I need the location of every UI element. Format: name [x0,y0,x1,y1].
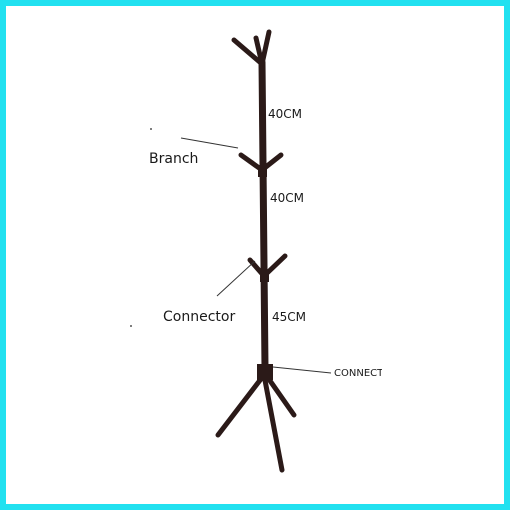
top-branch-right [259,29,272,67]
low-connector [260,270,269,282]
base-leg-left [215,372,267,438]
dimension-label-top: 40CM [268,107,303,121]
base-leg-center [261,372,285,473]
branch-leader-line [180,137,239,149]
connector-label: Connector [163,309,236,325]
mid-connector [258,165,267,177]
connector-leader-line [216,260,256,297]
dimension-label-middle: 40CM [270,191,305,205]
branch-label: Branch [149,151,199,167]
connect-base-label: CONNECT [334,368,382,379]
speck [130,325,132,327]
speck [150,128,152,130]
base-connector [257,364,273,380]
dimension-label-bottom: 45CM [272,310,307,324]
main-pole [258,58,269,372]
base-leg-right [263,372,297,418]
top-branch-left [231,37,265,67]
connect-base-leader-line [272,366,332,374]
